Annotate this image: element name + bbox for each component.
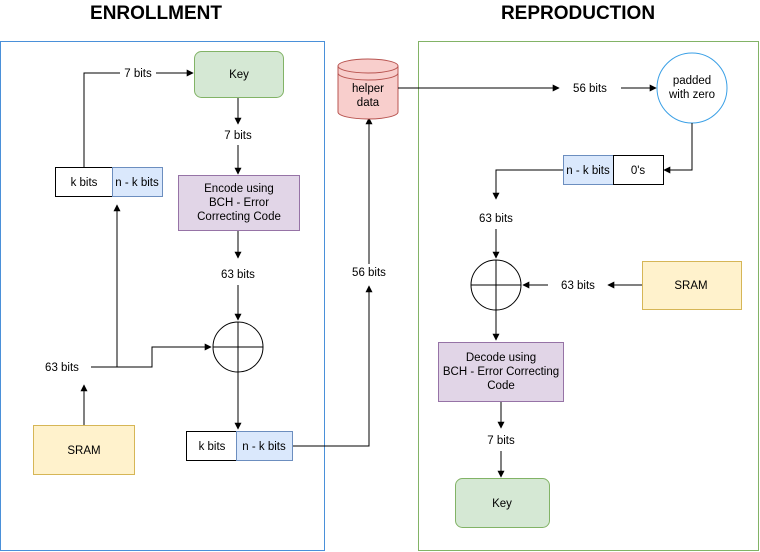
repro-sram-label: SRAM (674, 280, 707, 292)
helper-data-store (337, 58, 399, 120)
reproduction-title: REPRODUCTION (501, 3, 655, 24)
label-helper-up: 56 bits (352, 267, 386, 279)
label-encode-to-xor: 63 bits (221, 269, 255, 281)
enroll-sram-label: SRAM (67, 445, 100, 457)
enrollment-title: ENROLLMENT (90, 3, 222, 24)
padded-circle (656, 52, 728, 124)
enroll-xor-operator (212, 321, 264, 373)
encode-line-2: BCH - Error (209, 197, 269, 209)
label-decode-to-key: 7 bits (487, 435, 515, 447)
label-sram-out: 63 bits (45, 362, 79, 374)
wire-split-to-63bits (492, 169, 563, 200)
decode-line-2: BCH - Error Correcting (443, 366, 559, 378)
helper-label-2: data (357, 97, 380, 109)
repro-split-zeros-label: 0's (631, 165, 646, 177)
padded-line-2: with zero (668, 89, 715, 101)
enroll-split-bottom-nk-label: n - k bits (242, 441, 286, 453)
decode-box (438, 342, 564, 402)
wire-padded-to-split (663, 123, 693, 174)
wire-split-to-56bits (293, 285, 373, 447)
enroll-split-top-nk-label: n - k bits (115, 177, 159, 189)
label-repro-to-xor: 63 bits (479, 213, 513, 225)
repro-split-zeros (613, 155, 664, 185)
encode-line-3: Correcting Code (197, 211, 281, 223)
label-repro-sram: 63 bits (561, 280, 595, 292)
decode-line-1: Decode using (466, 352, 536, 364)
wire-k-to-7bits (83, 72, 120, 167)
encode-line-1: Encode using (204, 183, 274, 195)
enroll-sram-box (33, 425, 135, 475)
padded-line-1: padded (673, 75, 711, 87)
repro-split-nk-label: n - k bits (566, 165, 610, 177)
enroll-key-box (194, 51, 284, 98)
wire-63bits-to-xor-side (91, 343, 212, 368)
helper-label-1: helper (352, 83, 384, 95)
repro-key-box (455, 478, 550, 528)
label-key-to-encode: 7 bits (224, 130, 252, 142)
repro-split-nk (563, 155, 614, 185)
enroll-split-top-nk (112, 167, 163, 197)
repro-xor-operator (470, 259, 522, 311)
enroll-split-bottom-k-label: k bits (199, 441, 226, 453)
reproduction-panel (418, 41, 759, 551)
enroll-key-label: Key (229, 69, 249, 81)
enroll-split-bottom-k (186, 431, 237, 461)
encode-box (178, 175, 300, 231)
decode-line-3: Code (487, 380, 515, 392)
enroll-split-bottom-nk (236, 431, 293, 461)
repro-key-label: Key (492, 498, 512, 510)
enrollment-panel (0, 41, 325, 551)
repro-sram-box (642, 261, 742, 310)
label-repro-56bits: 56 bits (573, 83, 607, 95)
label-to-key-7bits: 7 bits (124, 68, 152, 80)
enroll-split-top-k-label: k bits (71, 177, 98, 189)
